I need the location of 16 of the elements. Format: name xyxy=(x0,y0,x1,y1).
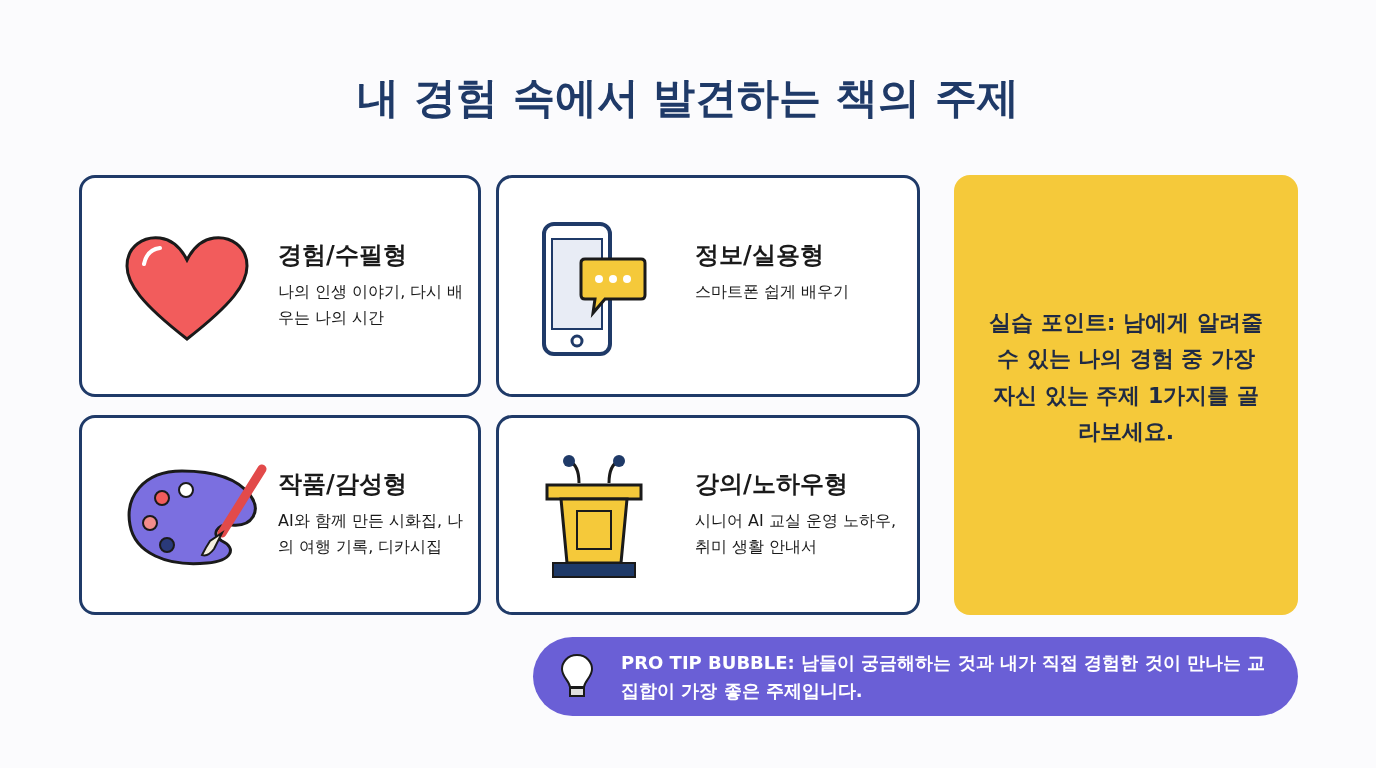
category-card xyxy=(496,175,920,397)
practice-point-panel xyxy=(954,175,1298,615)
card-heading: 작품/감성형 xyxy=(278,469,407,500)
practice-text: 실습 포인트: 남에게 알려줄 수 있는 나의 경험 중 가장 자신 있는 주제 1가지를 골라보세요. xyxy=(988,309,1264,446)
card-heading: 경험/수필형 xyxy=(278,240,407,271)
title: 내 경험 속에서 발견하는 책의 주제 xyxy=(356,72,1020,124)
category-card xyxy=(79,175,481,397)
card-heading: 강의/노하우형 xyxy=(695,469,848,500)
card-description: AI와 함께 만든 시화집, 나의 여행 기록, 디카시집 xyxy=(278,510,464,558)
category-card xyxy=(79,415,481,615)
card-description: 시니어 AI 교실 운영 노하우, 취미 생활 안내서 xyxy=(695,510,898,558)
card-heading: 정보/실용형 xyxy=(695,240,824,271)
card-description: 나의 인생 이야기, 다시 배우는 나의 시간 xyxy=(278,281,464,329)
category-card xyxy=(496,415,920,615)
tip-text: PRO TIP BUBBLE: 남들이 궁금해하는 것과 내가 직접 경험한 것이 만나는 교집합이 가장 좋은 주제입니다. xyxy=(621,651,1267,703)
card-description: 스마트폰 쉽게 배우기 xyxy=(695,281,851,303)
